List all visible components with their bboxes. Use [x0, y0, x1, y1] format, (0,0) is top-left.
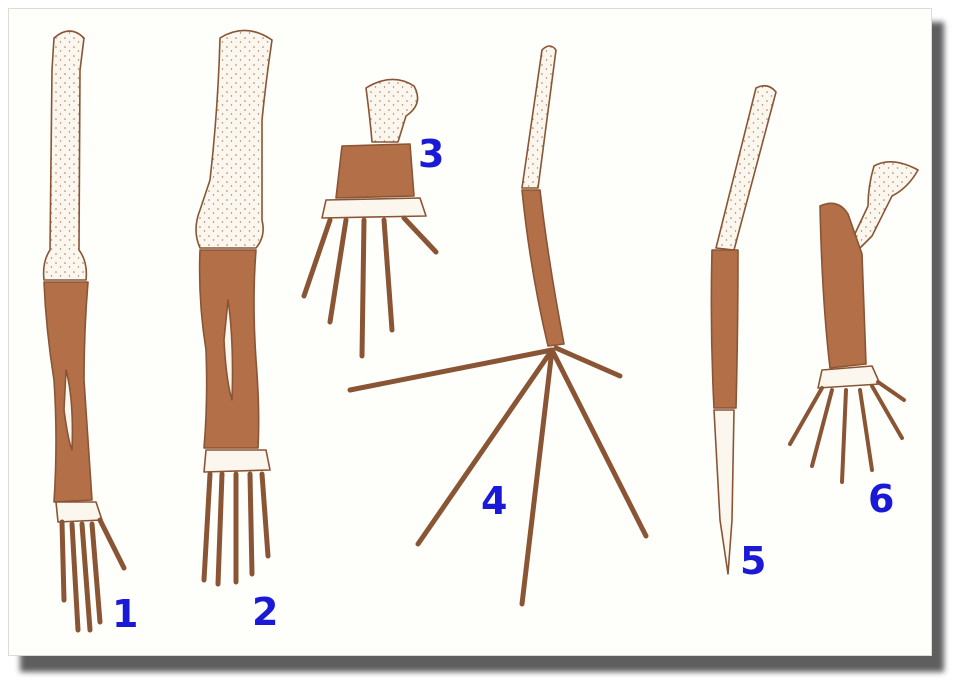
limb-6-label: 6: [868, 480, 894, 518]
limb-3-wrist: [322, 198, 426, 218]
limb-2-wrist: [204, 450, 270, 472]
limb-1-drawing: [44, 31, 124, 630]
limb-6-claws: [790, 382, 904, 482]
limb-1-label: 1: [112, 595, 138, 633]
limb-3-upper-bone: [366, 79, 418, 142]
limb-4-forearm: [522, 190, 564, 346]
limb-5-upper-bone: [716, 86, 776, 250]
limb-1-humerus: [44, 31, 87, 280]
limb-1-wrist: [56, 502, 102, 522]
limb-3-fingers: [304, 218, 436, 356]
limb-2-label: 2: [252, 593, 278, 631]
limb-4-digits: [350, 348, 646, 604]
limb-3-forearm: [336, 144, 414, 198]
limb-5-label: 5: [740, 542, 766, 580]
limb-6-upper-bone: [852, 162, 918, 248]
limb-4-label: 4: [481, 482, 507, 520]
limb-5-hand: [714, 410, 734, 574]
limb-3-drawing: [304, 79, 436, 356]
limb-2-drawing: [196, 30, 272, 584]
limb-6-drawing: [790, 162, 918, 482]
limb-5-forearm: [711, 250, 738, 408]
limb-3-label: 3: [418, 135, 444, 173]
limb-2-humerus: [196, 30, 272, 248]
limb-4-upper-bone: [522, 46, 556, 188]
limb-5-drawing: [711, 86, 776, 574]
limb-2-fingers: [204, 474, 268, 584]
